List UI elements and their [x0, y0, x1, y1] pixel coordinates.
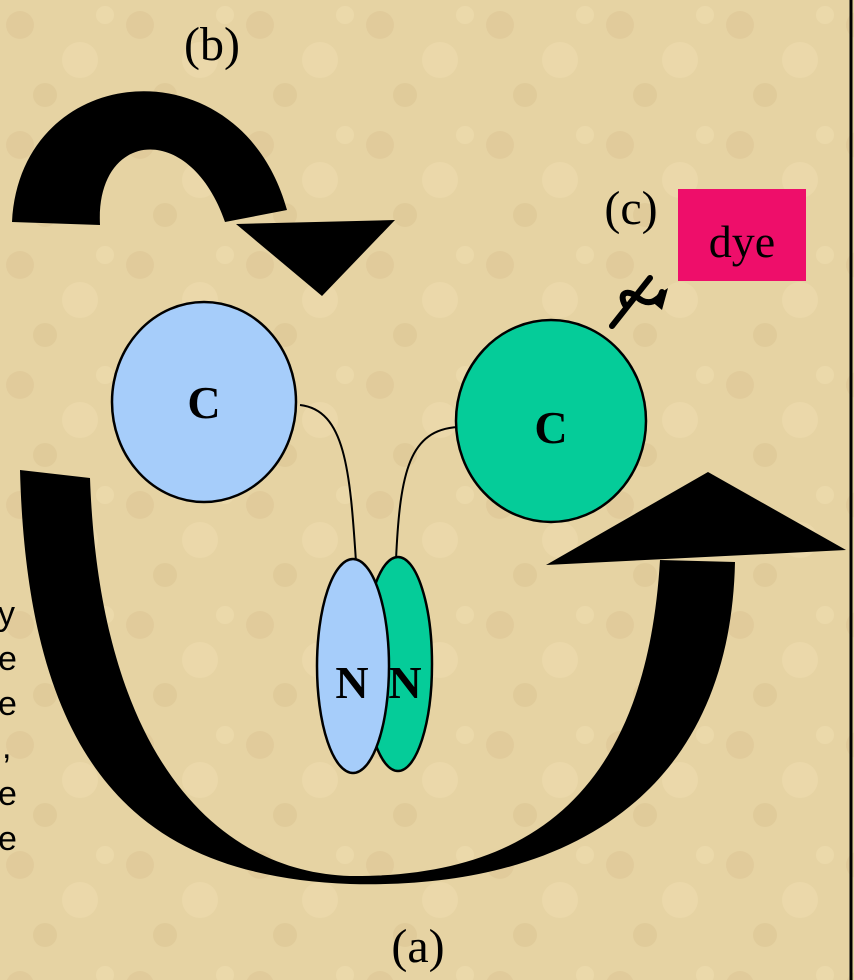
n-domain-left: [315, 557, 391, 775]
left-text-fragment-4: ,: [2, 728, 11, 766]
c-domain-left-label: C: [187, 377, 220, 428]
left-text-fragment-2: e: [0, 640, 17, 678]
n-domain-left-label: N: [335, 657, 368, 708]
left-text-fragment-5: e: [0, 775, 17, 813]
c-domain-right-label: C: [534, 402, 567, 453]
left-text-fragment-6: e: [0, 820, 17, 858]
label-c: (c): [604, 182, 657, 235]
bottom-u-arrow: [20, 470, 735, 885]
label-b: (b): [184, 18, 240, 71]
dye-box: [678, 189, 806, 281]
c-domain-right: [454, 318, 648, 524]
right-linker: [395, 426, 459, 561]
top-curved-arrow-head: [236, 220, 395, 296]
left-linker: [299, 404, 357, 563]
bottom-u-arrow-head: [546, 472, 846, 565]
left-text-fragment-1: y: [0, 595, 15, 633]
left-text-fragment-3: e: [0, 685, 17, 723]
top-curved-arrow: [12, 91, 287, 225]
dye-linkage-arrowhead: [650, 288, 668, 310]
c-domain-left: [110, 300, 298, 504]
dye-label: dye: [709, 216, 775, 267]
label-a: (a): [391, 920, 444, 973]
n-domain-right-label: N: [388, 657, 421, 708]
